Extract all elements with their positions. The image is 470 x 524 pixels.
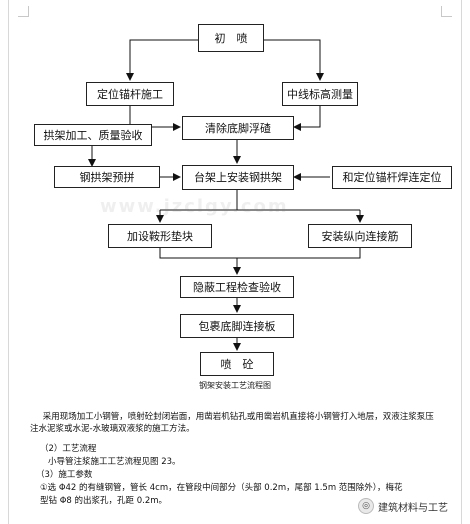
node-spray-concrete: 喷 砼 bbox=[200, 352, 274, 376]
page-border bbox=[8, 0, 462, 524]
node-clear-foot: 清除底脚浮碴 bbox=[182, 116, 294, 140]
node-steel-frame-preassembly: 钢拱架预拼 bbox=[54, 166, 160, 188]
section-heading-params: （3）施工参数 bbox=[36, 470, 93, 480]
node-anchor-weld: 和定位锚杆焊连定位 bbox=[332, 166, 452, 189]
footer-brand-label: 建筑材料与工艺 bbox=[378, 502, 448, 514]
figure-caption: 钢架安装工艺流程图 bbox=[199, 381, 271, 390]
node-frame-processing: 拱架加工、质量验收 bbox=[34, 124, 152, 146]
section-detail-params-2: 型钻 Φ8 的出浆孔，孔距 0.2m。 bbox=[40, 496, 168, 506]
page-corner-mark bbox=[441, 6, 452, 17]
node-anchor-construction: 定位锚杆施工 bbox=[86, 82, 174, 106]
footer-brand: ◎ 建筑材料与工艺 bbox=[358, 498, 448, 514]
node-initial-spray: 初 喷 bbox=[198, 24, 264, 52]
section-detail-params-1: ①选 Φ42 的有缝钢管，管长 4cm，在管段中间部分（头部 0.2m，尾部 1… bbox=[40, 483, 403, 493]
node-concealed-inspection: 隐蔽工程检查验收 bbox=[180, 276, 294, 298]
page-corner-mark bbox=[18, 6, 29, 17]
node-centerline-survey: 中线标高测量 bbox=[282, 82, 358, 106]
watermark: www.jzclgy.com bbox=[100, 196, 289, 217]
section-heading-process: （2）工艺流程 bbox=[40, 444, 97, 454]
node-saddle-pad: 加设鞍形垫块 bbox=[108, 224, 212, 248]
node-longitudinal-rebar: 安装纵向连接筋 bbox=[308, 224, 412, 248]
section-detail-process: 小导管注浆施工工艺流程见图 23。 bbox=[48, 457, 181, 467]
body-paragraph: 采用现场加工小钢管，喷射砼封闭岩面，用凿岩机钻孔或用凿岩机直接将小钢管打入地层，… bbox=[30, 412, 434, 434]
wechat-logo-icon: ◎ bbox=[358, 498, 374, 514]
node-platform-install: 台架上安装钢拱架 bbox=[182, 165, 294, 190]
node-foot-wrap-rebar: 包裹底脚连接板 bbox=[180, 314, 294, 338]
